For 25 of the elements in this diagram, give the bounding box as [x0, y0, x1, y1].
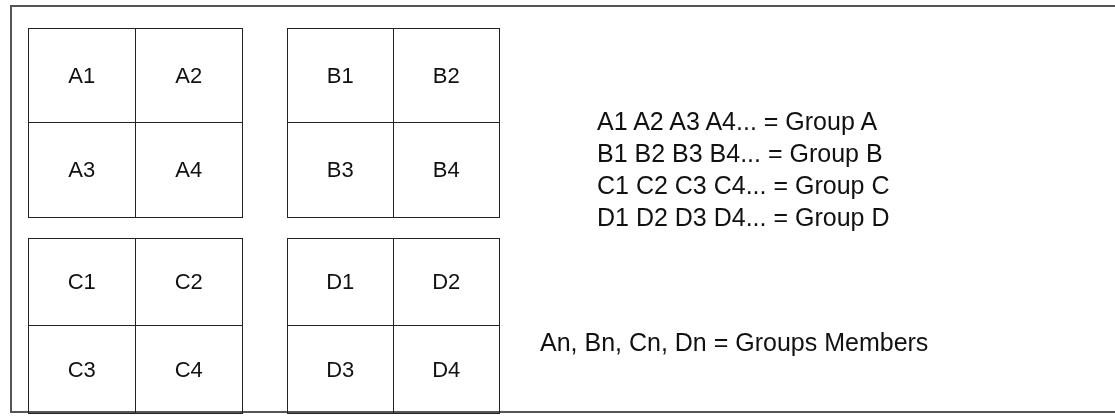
table-cell: C2	[135, 239, 242, 326]
table-grid	[287, 28, 500, 218]
legend-note: B1 B2 B3 B4... = Group B	[597, 138, 883, 168]
legend-note: D1 D2 D3 D4... = Group D	[597, 202, 890, 232]
table-cell: B1	[288, 29, 394, 123]
table-grid	[28, 28, 243, 218]
table-cell: C1	[29, 239, 136, 326]
legend-note: An, Bn, Cn, Dn = Groups Members	[540, 327, 929, 357]
table-cell: A2	[135, 29, 242, 123]
table-cell: A3	[29, 123, 136, 217]
table-cell: B2	[393, 29, 499, 123]
legend-note: A1 A2 A3 A4... = Group A	[597, 106, 878, 136]
table-cell: A4	[135, 123, 242, 217]
table-cell: C4	[135, 326, 242, 413]
table-cell: B3	[288, 123, 394, 217]
legend-note: C1 C2 C3 C4... = Group C	[597, 170, 890, 200]
table-grid	[28, 238, 243, 414]
table-cell: D2	[393, 239, 499, 326]
table-cell: D1	[288, 239, 394, 326]
table-cell: D3	[288, 326, 394, 413]
table-cell: C3	[29, 326, 136, 413]
table-cell: D4	[393, 326, 499, 413]
table-cell: A1	[29, 29, 136, 123]
table-cell: B4	[393, 123, 499, 217]
table-grid	[287, 238, 500, 414]
